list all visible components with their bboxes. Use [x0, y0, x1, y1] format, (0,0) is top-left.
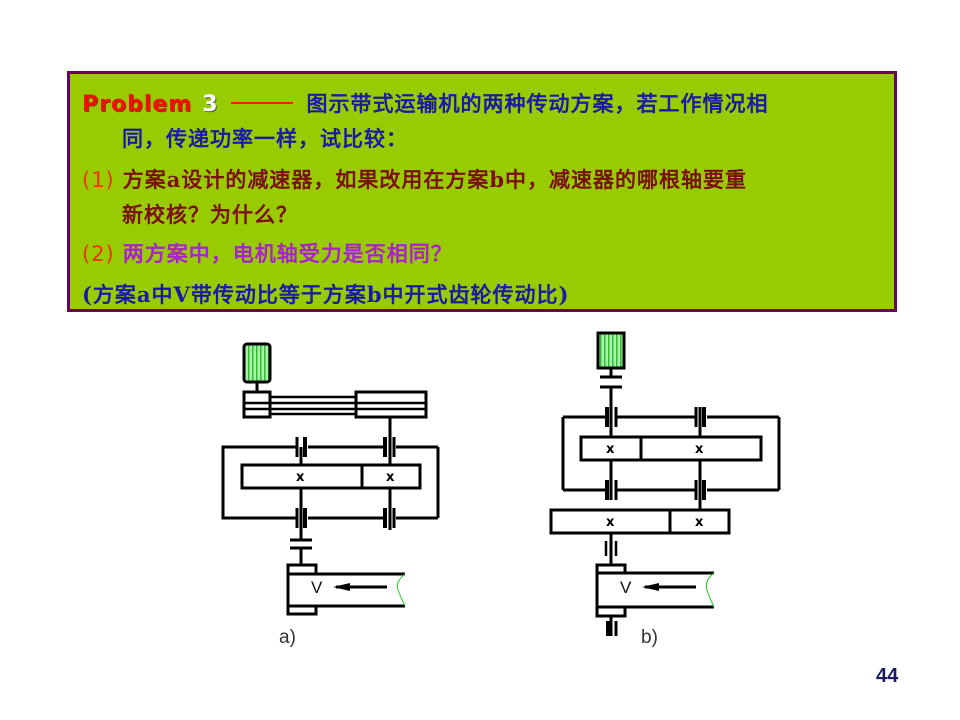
problem-title-line: Problem 3 图示带式运输机的两种传动方案，若工作情况相: [82, 88, 769, 118]
diagram-b-caption: b): [641, 627, 658, 648]
large-pulley: [354, 390, 428, 419]
problem-note: (方案a中V带传动比等于方案b中开式齿轮传动比): [82, 282, 570, 307]
small-pulley: [242, 390, 272, 419]
motor-icon: [242, 342, 272, 384]
gear-mark-b1: x: [606, 442, 615, 457]
diagram-a-caption: a): [279, 627, 296, 648]
problem-intro-line1: 图示带式运输机的两种传动方案，若工作情况相: [306, 91, 769, 116]
gear-mark-b3: x: [606, 515, 615, 530]
question-2-label: (2): [82, 242, 115, 266]
title-dash: [230, 101, 293, 104]
page-number: 44: [876, 665, 899, 687]
velocity-label-b: V: [620, 578, 632, 597]
motor-icon-b: [596, 331, 626, 370]
gear-mark-b2: x: [695, 442, 704, 457]
gear-pair: [240, 463, 422, 490]
problem-intro-line2: 同，传递功率一样，试比较：: [122, 126, 408, 151]
upper-gear-pair: [579, 435, 763, 462]
diagram-a: [221, 342, 440, 616]
problem-box: Problem 3 图示带式运输机的两种传动方案，若工作情况相 同，传递功率一样，试…: [67, 71, 897, 312]
question-2-line: (2) 两方案中，电机轴受力是否相同？: [82, 238, 453, 268]
diagram-b: [549, 331, 781, 636]
question-1-label: (1): [82, 168, 115, 192]
conveyor-break-b: [705, 572, 715, 608]
question-1-line1: (1) 方案a设计的减速器，如果改用在方案b中，减速器的哪根轴要重: [82, 164, 747, 194]
problem-number: 3: [202, 92, 219, 117]
question-2-text: 两方案中，电机轴受力是否相同？: [122, 241, 453, 266]
question-1-text: 方案a设计的减速器，如果改用在方案b中，减速器的哪根轴要重: [122, 167, 748, 192]
gear-mark-a2: x: [386, 470, 395, 485]
gear-mark-a1: x: [296, 470, 305, 485]
problem-title: Problem: [82, 92, 193, 117]
velocity-label-a: V: [311, 578, 323, 597]
open-gear-pair: [549, 508, 731, 535]
gear-mark-b4: x: [695, 515, 704, 530]
question-1-line2: 新校核？为什么？: [122, 202, 298, 227]
conveyor-break-a: [396, 573, 406, 607]
